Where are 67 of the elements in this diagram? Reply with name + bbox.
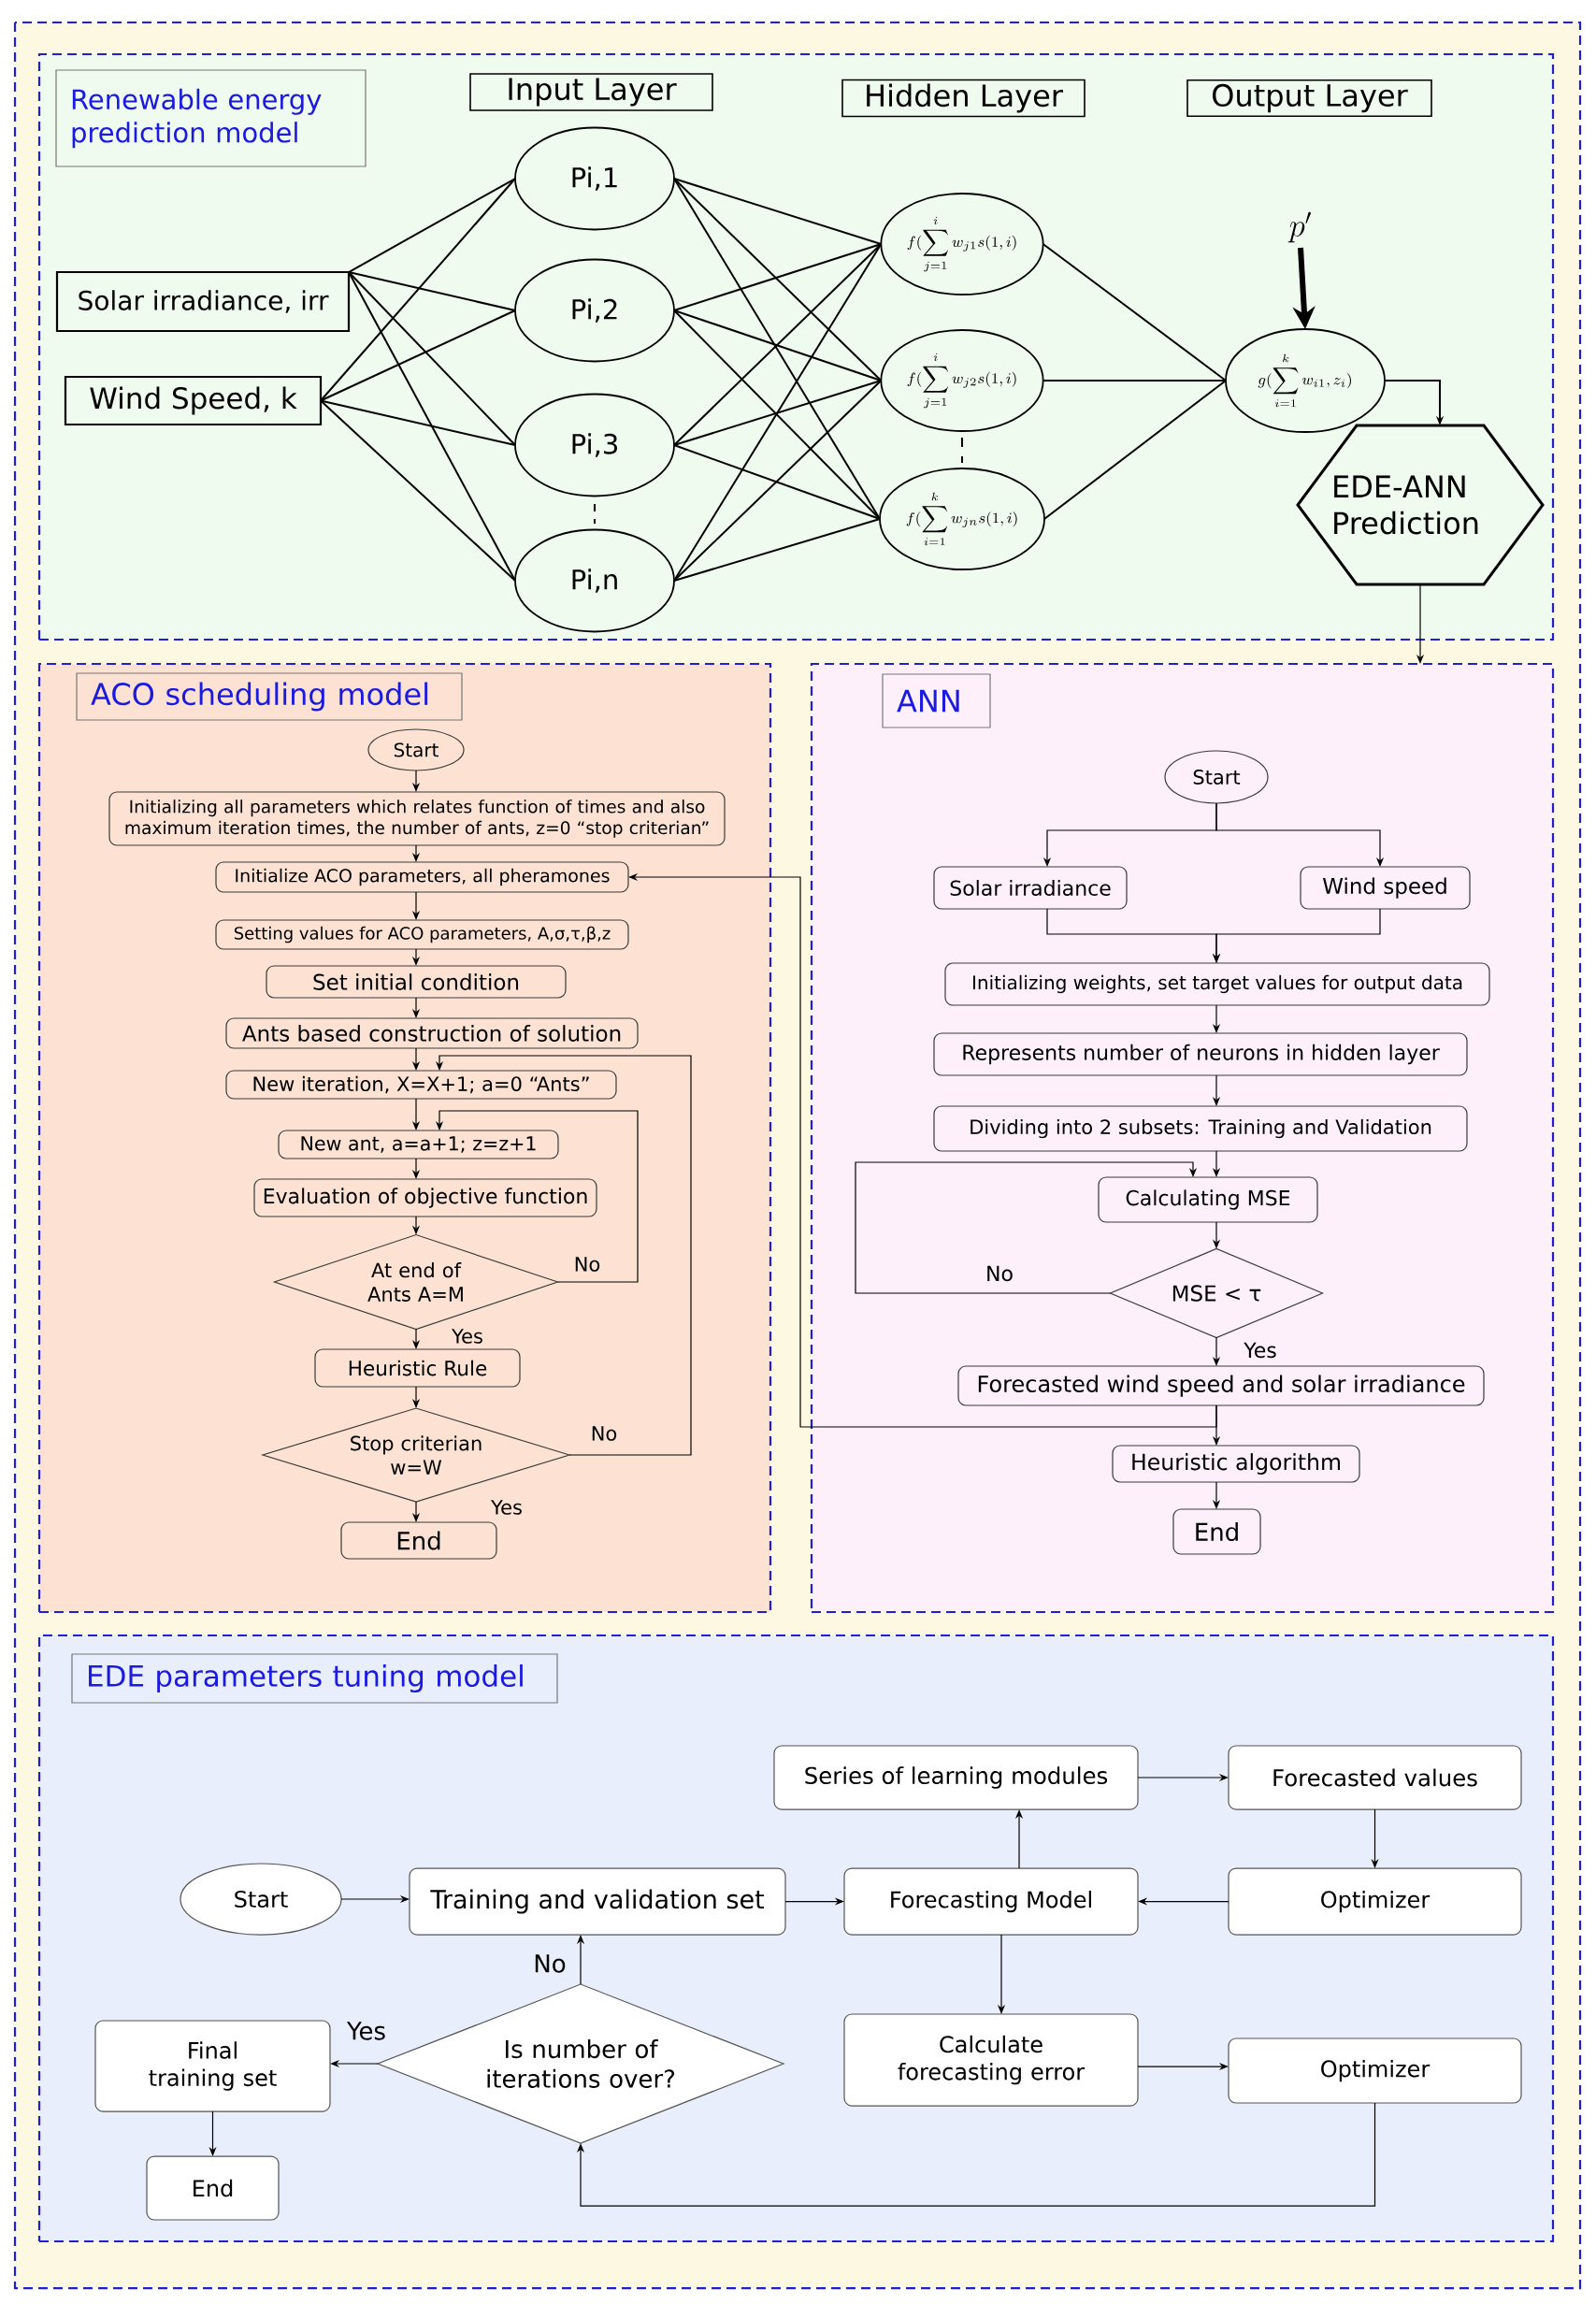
- process-box: Heuristic algorithm: [1112, 1445, 1360, 1483]
- terminal-box: End: [340, 1521, 497, 1560]
- edge-label: Yes: [1242, 1340, 1279, 1361]
- process-box: Final training set: [94, 2020, 331, 2112]
- connector-line: [320, 178, 516, 402]
- connector-line: [673, 178, 883, 245]
- process-box: Heuristic Rule: [314, 1348, 521, 1388]
- input-box: Wind Speed, k: [64, 375, 323, 426]
- connector-line: [1042, 380, 1227, 382]
- edge-label: No: [531, 1952, 568, 1975]
- process-box: Initializing all parameters which relates function of times and also maximum iteration times, the number of ants, z=0 “stop criterian”: [108, 791, 726, 846]
- connector-line: [348, 178, 516, 273]
- layer-label-box: Hidden Layer: [841, 79, 1086, 118]
- connector-line: [320, 399, 516, 582]
- connector-line: [673, 243, 883, 446]
- terminal-box: End: [146, 2155, 280, 2221]
- layer-label-box: Input Layer: [469, 73, 713, 111]
- process-box: Solar irradiance: [933, 866, 1128, 910]
- edge-label: No: [984, 1263, 1015, 1284]
- connector-line: [673, 518, 881, 582]
- process-box: Forecasted values: [1228, 1745, 1522, 1810]
- process-box: Dividing into 2 subsets: Training and Validation: [933, 1105, 1468, 1152]
- process-box: Set initial condition: [266, 965, 567, 999]
- process-box: Training and validation set: [409, 1867, 786, 1936]
- panel-title: EDE parameters tuning model: [71, 1653, 558, 1704]
- connector-line: [348, 271, 516, 582]
- connector-line: [673, 310, 883, 382]
- input-box: Solar irradiance, irr: [55, 270, 351, 333]
- panel-title: ACO scheduling model: [76, 672, 463, 721]
- process-box: Initialize ACO parameters, all pheramones: [215, 861, 629, 893]
- formula-label: $p'$: [1287, 211, 1311, 243]
- connector-line: [673, 310, 881, 520]
- process-box: New ant, a=a+1; z=z+1: [278, 1130, 559, 1159]
- hexagon-node: EDE-ANN Prediction: [1296, 424, 1545, 586]
- edge-label: No: [571, 1255, 603, 1274]
- edge-label: No: [588, 1424, 620, 1443]
- layer-label-box: Output Layer: [1186, 79, 1432, 117]
- process-box: Forecasted wind speed and solar irradiance: [957, 1365, 1485, 1406]
- panel-title: Renewable energy prediction model: [55, 69, 367, 167]
- connector-line: [673, 178, 883, 382]
- connector-line: [673, 380, 883, 582]
- connector-line: [673, 243, 883, 582]
- connector-line: [320, 310, 516, 402]
- process-box: Evaluation of objective function: [253, 1178, 597, 1217]
- connector-line: [320, 399, 516, 446]
- process-box: Represents number of neurons in hidden layer: [933, 1032, 1468, 1076]
- connector-line: [1042, 243, 1227, 382]
- process-box: Calculate forecasting error: [843, 2013, 1139, 2107]
- process-box: Calculating MSE: [1098, 1176, 1318, 1223]
- process-box: Forecasting Model: [843, 1867, 1139, 1936]
- process-box: Initializing weights, set target values for output data: [944, 962, 1490, 1006]
- terminal-box: End: [1172, 1508, 1261, 1555]
- process-box: Optimizer: [1228, 1867, 1522, 1936]
- connector-line: [1043, 380, 1227, 520]
- process-box: Series of learning modules: [773, 1745, 1139, 1810]
- process-box: Wind speed: [1300, 866, 1471, 910]
- process-box: New iteration, X=X+1; a=0 “Ants”: [225, 1070, 617, 1100]
- connector-line: [673, 178, 881, 520]
- panel-title: ANN: [882, 673, 991, 728]
- connector-line: [348, 271, 516, 446]
- process-box: Ants based construction of solution: [225, 1017, 639, 1049]
- arrow: [855, 1161, 1198, 1294]
- process-box: Optimizer: [1228, 2038, 1522, 2104]
- arrow: [576, 2102, 1376, 2207]
- connector-line: [348, 271, 516, 311]
- process-box: Setting values for ACO parameters, A,σ,τ,β,z: [215, 919, 629, 950]
- connector-line: [673, 444, 881, 520]
